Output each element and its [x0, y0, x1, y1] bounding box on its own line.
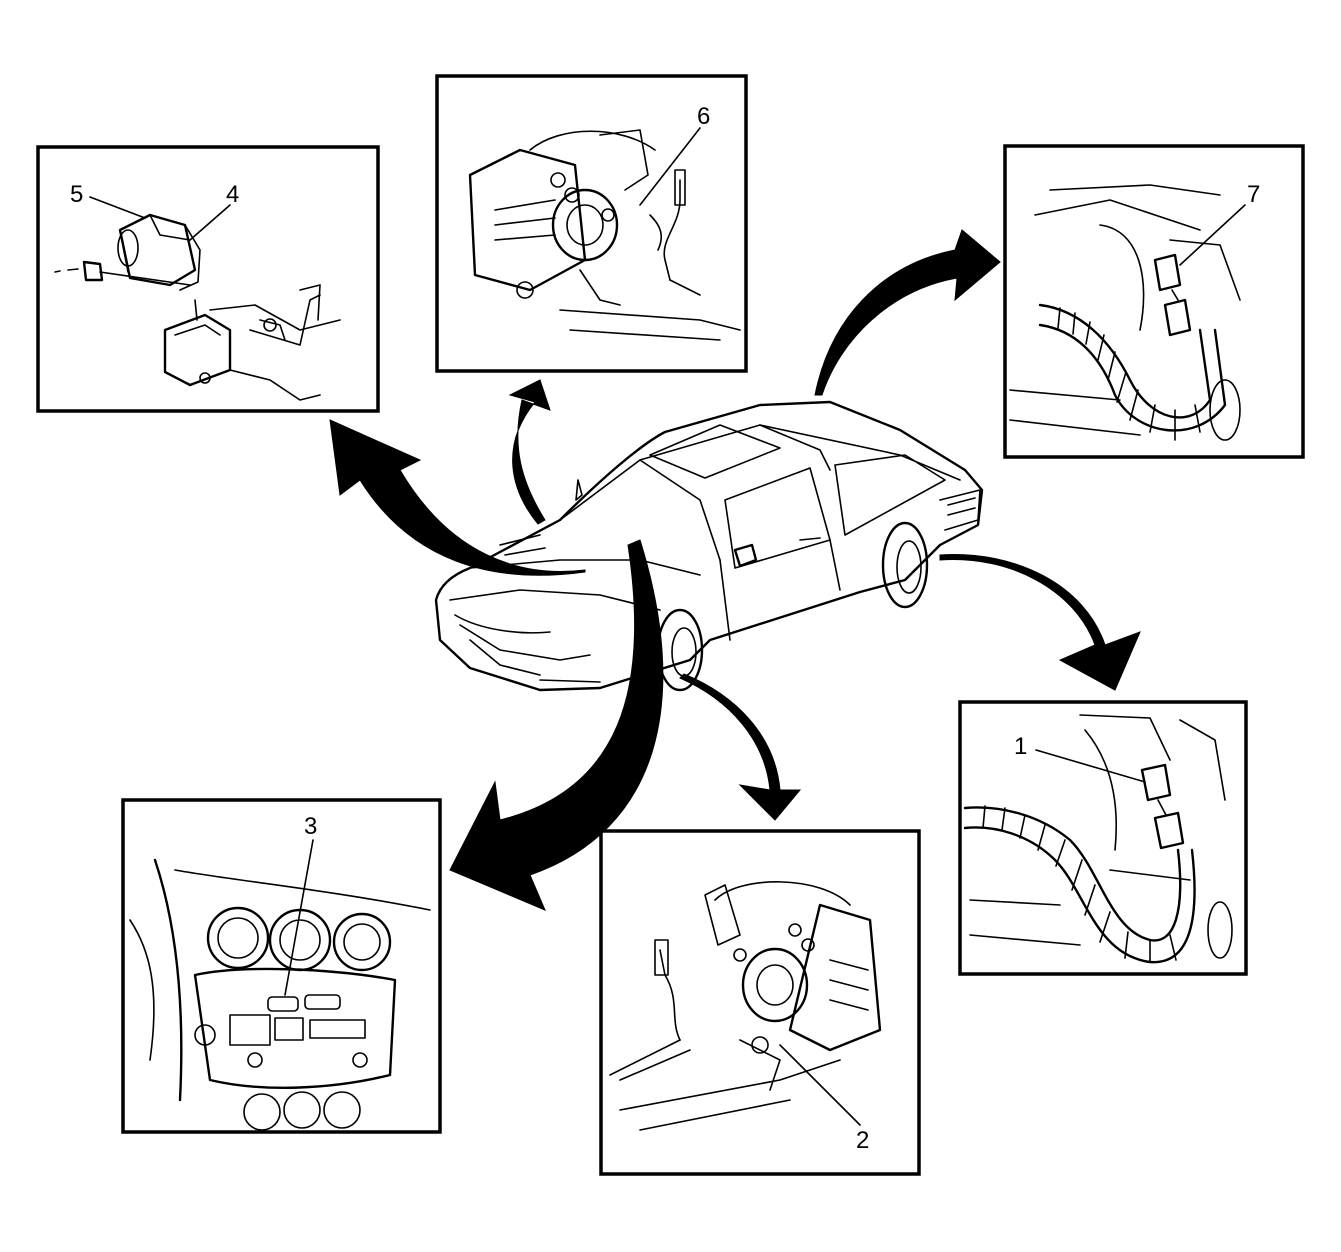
leader-2 [779, 1044, 861, 1126]
leader-7 [1179, 204, 1246, 266]
vehicle-illustration [434, 400, 984, 692]
callout-1: 1 [1014, 733, 1027, 760]
callout-2: 2 [856, 1127, 869, 1154]
inset-instrument-panel: 3 [121, 798, 442, 1134]
leader-1 [1035, 749, 1146, 783]
callout-4: 4 [226, 181, 239, 208]
arrow-to-right-inset [939, 554, 1141, 691]
callout-7: 7 [1247, 181, 1260, 208]
leader-4 [189, 204, 231, 241]
leader-5 [89, 196, 146, 219]
callout-6: 6 [697, 103, 710, 130]
callout-3: 3 [304, 813, 317, 840]
leader-3 [284, 839, 314, 996]
arrow-to-lower-right-inset [679, 673, 802, 821]
arrow-to-lower-left-inset [449, 539, 664, 911]
inset-hub-sensor-front: 6 [435, 74, 748, 373]
arrow-to-upper-left-inset [329, 419, 586, 576]
inset-sensor-bracket: 5 4 [36, 145, 380, 413]
pointer-arrows [329, 229, 1141, 911]
arrow-to-upper-right-inset [814, 229, 1001, 396]
inset-hub-sensor-rear: 2 [599, 829, 921, 1176]
leader-6 [639, 127, 701, 206]
inset-harness-connector-right: 1 [958, 700, 1248, 976]
arrow-to-top-inset [508, 379, 551, 525]
inset-harness-connector-rear: 7 [1003, 144, 1305, 459]
callout-5: 5 [70, 181, 83, 208]
